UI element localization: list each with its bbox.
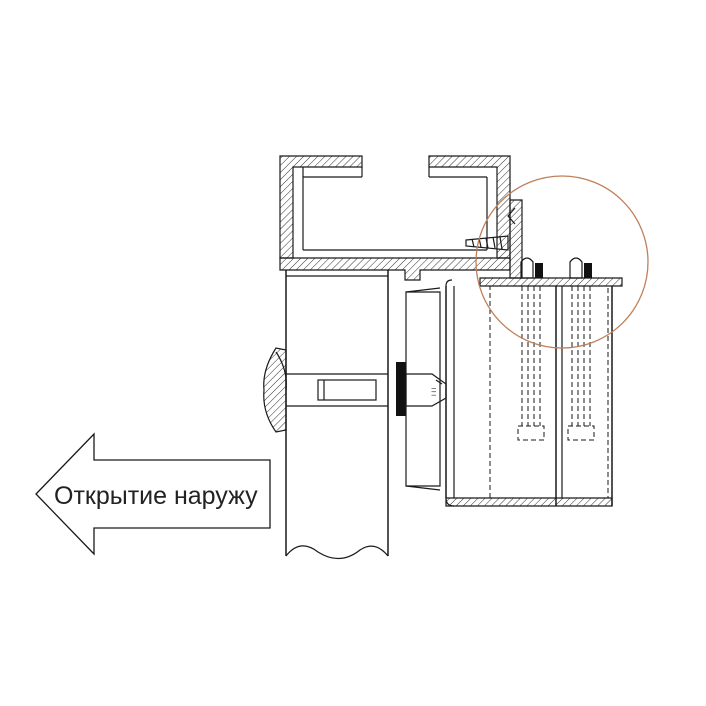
rod-end-cap xyxy=(263,347,287,433)
opening-direction-label: Открытие наружу xyxy=(54,482,258,510)
door-leaf xyxy=(285,270,389,560)
right-frame-casing xyxy=(445,279,613,507)
closer-block: I I I xyxy=(405,287,447,491)
left-arrow-icon: Открытие наружу xyxy=(35,432,271,556)
svg-text:I I I: I I I xyxy=(432,387,438,396)
hinge-screw xyxy=(465,199,523,279)
hinge-plate xyxy=(479,257,623,287)
hidden-fasteners xyxy=(489,285,609,499)
seal-gasket xyxy=(396,362,406,416)
detail-circle-icon xyxy=(475,175,649,349)
